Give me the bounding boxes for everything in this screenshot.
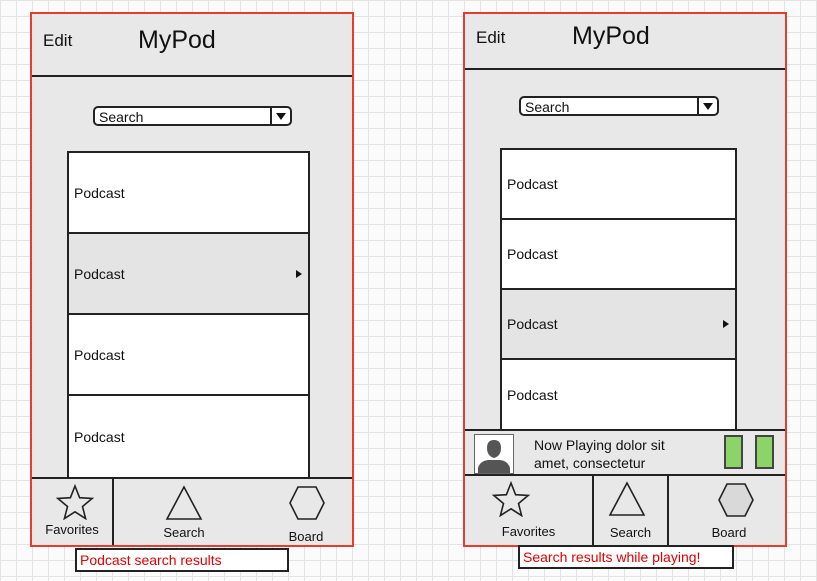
tab-label: Favorites — [501, 524, 556, 539]
list-item-label: Podcast — [74, 428, 125, 445]
play-arrow-icon — [296, 269, 302, 278]
edit-button[interactable]: Edit — [43, 31, 73, 50]
tab-search-board-group: Search Board — [112, 479, 356, 545]
tab-bar: Favorites Search Board — [465, 474, 785, 545]
nav-bar: Edit MyPod — [465, 14, 785, 70]
now-playing-bar[interactable]: Now Playing dolor sit amet, consectetur — [465, 429, 785, 474]
list-item-label: Podcast — [507, 316, 558, 332]
list-item[interactable]: Podcast — [502, 150, 735, 220]
app-title: MyPod — [138, 26, 216, 54]
play-arrow-icon — [723, 320, 729, 328]
now-playing-text: Now Playing dolor sit amet, consectetur — [534, 437, 665, 471]
hexagon-icon — [718, 483, 754, 517]
chevron-down-icon[interactable] — [697, 98, 717, 114]
nav-bar: Edit MyPod — [32, 14, 352, 77]
phone-mockup-search-results: Edit MyPod Search Podcast Podcast Podcas… — [30, 12, 354, 547]
podcast-list: Podcast Podcast Podcast Podcast — [67, 151, 310, 477]
list-item-label: Podcast — [74, 184, 125, 201]
tab-label: Favorites — [45, 522, 99, 537]
tab-label: Board — [288, 529, 324, 544]
edit-button[interactable]: Edit — [476, 28, 506, 47]
tab-label: Search — [609, 525, 652, 540]
list-item-selected[interactable]: Podcast — [69, 234, 308, 315]
tab-label: Search — [163, 525, 205, 540]
app-title: MyPod — [572, 22, 650, 50]
list-item[interactable]: Podcast — [69, 396, 308, 477]
list-item-label: Podcast — [74, 265, 125, 282]
search-dropdown-value: Search — [99, 109, 144, 125]
star-icon — [491, 481, 531, 517]
list-item[interactable]: Podcast — [69, 315, 308, 396]
annotation-caption: Podcast search results — [75, 548, 289, 572]
person-avatar-icon — [474, 434, 514, 474]
tab-favorites[interactable]: Favorites — [465, 476, 592, 545]
phone-mockup-search-while-playing: Edit MyPod Search Podcast Podcast Podcas… — [463, 12, 787, 547]
list-item[interactable]: Podcast — [502, 220, 735, 290]
tab-search[interactable]: Search — [114, 479, 254, 545]
hexagon-icon — [289, 486, 325, 520]
list-item-label: Podcast — [507, 176, 558, 192]
chevron-down-icon[interactable] — [270, 108, 290, 124]
search-dropdown-value: Search — [525, 99, 570, 115]
annotation-caption: Search results while playing! — [518, 545, 734, 569]
tab-favorites[interactable]: Favorites — [32, 479, 112, 545]
triangle-icon — [608, 481, 646, 516]
star-icon — [55, 484, 95, 520]
play-control-right[interactable] — [755, 435, 774, 469]
tab-bar: Favorites Search Board — [32, 477, 352, 545]
tab-board[interactable]: Board — [254, 479, 358, 545]
list-item-selected[interactable]: Podcast — [502, 290, 735, 360]
play-control-left[interactable] — [724, 435, 743, 469]
list-item-label: Podcast — [507, 246, 558, 262]
list-item[interactable]: Podcast — [502, 360, 735, 430]
search-dropdown[interactable]: Search — [519, 96, 719, 116]
list-item-label: Podcast — [507, 387, 558, 403]
search-dropdown[interactable]: Search — [93, 106, 292, 126]
list-item-label: Podcast — [74, 346, 125, 363]
tab-search[interactable]: Search — [592, 476, 667, 545]
tab-label: Board — [711, 525, 747, 540]
list-item[interactable]: Podcast — [69, 153, 308, 234]
triangle-icon — [165, 485, 203, 520]
tab-board[interactable]: Board — [667, 476, 789, 545]
podcast-list: Podcast Podcast Podcast Podcast — [500, 148, 737, 442]
